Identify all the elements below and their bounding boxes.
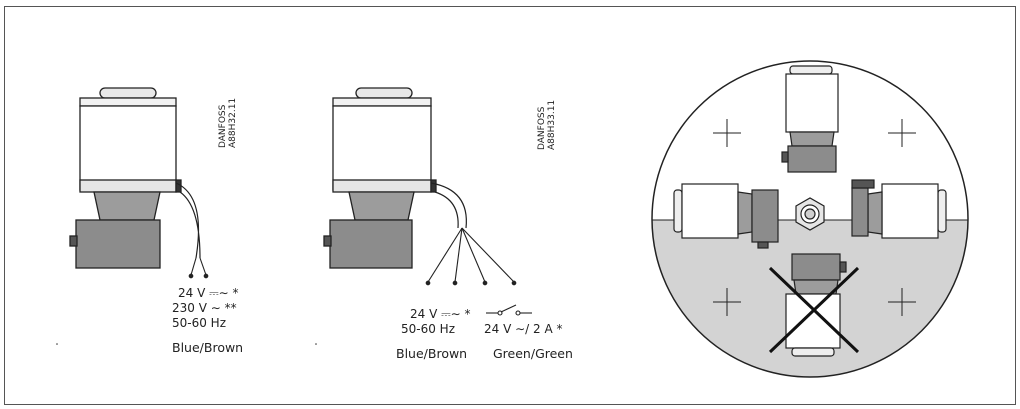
bottom-inverted-actuator xyxy=(785,253,847,357)
middle-wire-colors: Blue/Brown xyxy=(396,346,468,361)
orientation-diagram xyxy=(651,60,969,378)
center-fitting xyxy=(795,197,825,231)
middle-spec-line1: 24 V ⎓∼ * xyxy=(410,307,471,321)
left-cable xyxy=(175,182,201,259)
middle-wires xyxy=(425,227,517,286)
plus-marks xyxy=(713,119,916,316)
top-actuator xyxy=(781,65,839,173)
cross-mark xyxy=(768,266,860,354)
right-horizontal-actuator xyxy=(851,179,947,239)
middle-actuator xyxy=(323,87,437,269)
left-wire-colors: Blue/Brown xyxy=(172,340,244,355)
left-model-code-line2: A88H32.11 xyxy=(228,97,238,148)
middle-model-code: DANFOSS A88H33.11 xyxy=(537,100,557,150)
stray-dot xyxy=(56,343,58,345)
left-spec-line1: 24 V ⎓∼ * xyxy=(178,286,239,300)
left-model-code: DANFOSS A88H32.11 xyxy=(218,98,238,148)
switch-symbol xyxy=(486,304,532,316)
middle-cable xyxy=(430,182,467,229)
left-model-code-line1: DANFOSS xyxy=(218,104,228,148)
left-horizontal-actuator xyxy=(673,183,779,249)
middle-model-code-line2: A88H33.11 xyxy=(547,99,557,150)
left-wires xyxy=(188,257,209,279)
switch-spec: 24 V ∼/ 2 A * xyxy=(484,322,563,336)
left-spec-line3: 50-60 Hz xyxy=(172,316,227,330)
switch-wire-colors: Green/Green xyxy=(493,346,573,361)
middle-spec-line2: 50-60 Hz xyxy=(401,322,456,336)
stray-dot xyxy=(315,343,317,345)
middle-model-code-line1: DANFOSS xyxy=(537,106,547,150)
left-actuator xyxy=(69,87,182,269)
left-spec-line2: 230 V ∼ ** xyxy=(172,301,237,315)
